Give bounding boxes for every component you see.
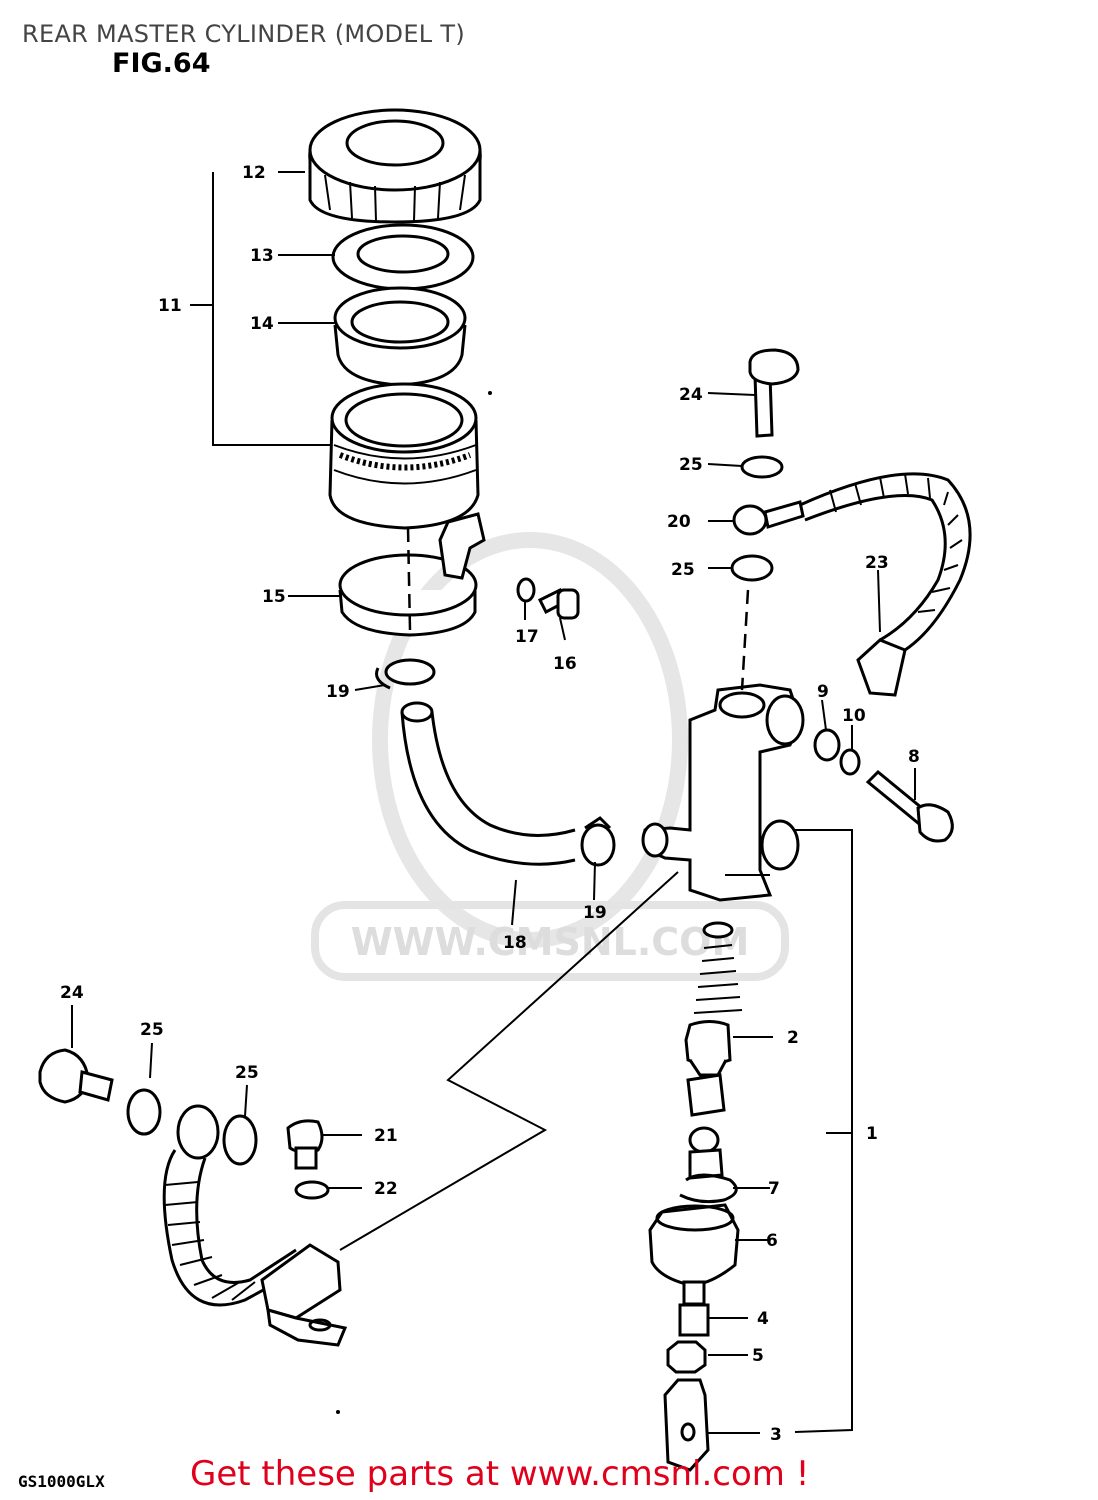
part-21-bolt[interactable] xyxy=(286,1119,324,1170)
callout-9: 9 xyxy=(817,682,829,702)
callout-14: 14 xyxy=(250,314,274,334)
callout-17: 17 xyxy=(515,627,539,647)
assembly-axis-lines xyxy=(339,527,750,1251)
callout-13: 13 xyxy=(250,246,274,266)
callout-3: 3 xyxy=(770,1425,782,1445)
part-5-nut[interactable] xyxy=(666,1340,707,1374)
figure-number: FIG.64 xyxy=(112,48,211,79)
callout-24-upper: 24 xyxy=(679,385,703,405)
part-16-screw[interactable] xyxy=(537,587,580,620)
part-25-washer-lower-1[interactable] xyxy=(126,1088,162,1136)
callout-5: 5 xyxy=(752,1346,764,1366)
part-9-washer[interactable] xyxy=(813,728,841,762)
watermark-text: WWW.CMSNL.COM xyxy=(351,920,750,964)
leader-lines xyxy=(71,171,916,1434)
speck xyxy=(488,391,492,395)
part-7-circlip[interactable] xyxy=(679,1173,738,1204)
callout-15: 15 xyxy=(262,587,286,607)
page-title: REAR MASTER CYLINDER (MODEL T) xyxy=(22,20,466,48)
part-13-diaphragm-plate[interactable] xyxy=(331,223,475,291)
callout-16: 16 xyxy=(553,654,577,674)
watermark: WWW.CMSNL.COM xyxy=(311,532,789,981)
part-2-piston-spring[interactable] xyxy=(684,921,743,1077)
callout-11: 11 xyxy=(158,296,182,316)
part-23-brake-hose-upper[interactable] xyxy=(799,472,972,697)
part-24-banjo-bolt-lower[interactable] xyxy=(38,1048,114,1104)
callout-18: 18 xyxy=(503,933,527,953)
callout-19-lower: 19 xyxy=(583,903,607,923)
part-1-master-cylinder-body[interactable] xyxy=(641,683,805,902)
part-8-bolt[interactable] xyxy=(865,769,954,843)
callout-12: 12 xyxy=(242,163,266,183)
part-22-washer[interactable] xyxy=(294,1180,330,1200)
part-19-hose-clamp-lower[interactable] xyxy=(580,816,616,867)
part-3-clevis[interactable] xyxy=(663,1378,710,1472)
callout-8: 8 xyxy=(908,747,920,767)
model-code: GS1000GLX xyxy=(18,1472,105,1491)
callout-25-lower-1: 25 xyxy=(140,1020,164,1040)
part-6-boot[interactable] xyxy=(648,1203,740,1287)
speck xyxy=(336,1410,340,1414)
callout-23: 23 xyxy=(865,553,889,573)
part-25-washer-upper-2[interactable] xyxy=(730,554,774,582)
callout-4: 4 xyxy=(757,1309,769,1329)
reservoir-tank[interactable] xyxy=(328,382,480,530)
part-10-washer[interactable] xyxy=(839,748,861,776)
callout-24-lower: 24 xyxy=(60,983,84,1003)
callout-10: 10 xyxy=(842,706,866,726)
callout-21: 21 xyxy=(374,1126,398,1146)
callout-19-upper: 19 xyxy=(326,682,350,702)
callout-6: 6 xyxy=(766,1231,778,1251)
part-19-hose-clamp-upper[interactable] xyxy=(375,658,436,690)
parts-link-banner[interactable]: Get these parts at www.cmsnl.com ! xyxy=(190,1454,810,1494)
callout-20: 20 xyxy=(667,512,691,532)
part-25-washer-lower-2[interactable] xyxy=(222,1114,258,1166)
part-17-washer[interactable] xyxy=(516,577,536,603)
callout-7: 7 xyxy=(768,1179,780,1199)
callout-25-upper-2: 25 xyxy=(671,560,695,580)
part-24-banjo-bolt-upper[interactable] xyxy=(748,348,800,438)
part-14-diaphragm[interactable] xyxy=(333,286,467,387)
part-18-reservoir-hose[interactable] xyxy=(400,701,576,866)
part-25-washer-upper-1[interactable] xyxy=(740,455,784,479)
part-22-lower-brake-hose[interactable] xyxy=(162,1104,348,1347)
callout-25-upper-1: 25 xyxy=(679,455,703,475)
callout-25-lower-2: 25 xyxy=(235,1063,259,1083)
callout-labels: 12 13 11 14 15 17 16 19 18 19 24 25 20 2… xyxy=(60,163,920,1445)
part-15-reservoir-band[interactable] xyxy=(338,512,486,637)
callout-1: 1 xyxy=(866,1124,878,1144)
part-20-banjo-fitting[interactable] xyxy=(732,500,805,536)
part-12-reservoir-cap[interactable] xyxy=(308,108,482,224)
callout-22: 22 xyxy=(374,1179,398,1199)
callout-2: 2 xyxy=(787,1028,799,1048)
part-4-push-rod[interactable] xyxy=(678,1280,710,1337)
part-piston[interactable] xyxy=(686,1073,726,1180)
